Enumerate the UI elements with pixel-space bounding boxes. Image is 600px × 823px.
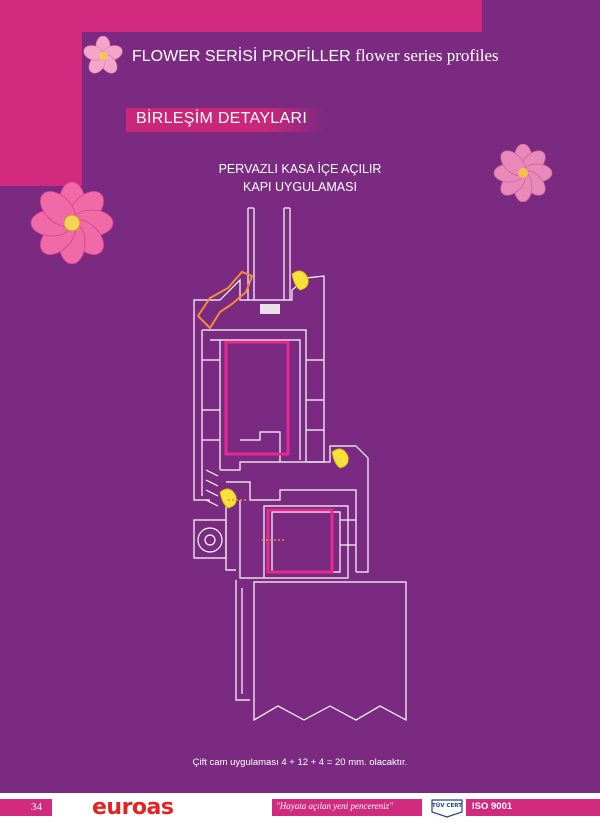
diagram-title-line1: PERVAZLI KASA İÇE AÇILIR xyxy=(218,162,382,176)
tuv-cert-icon: TÜV CERT xyxy=(431,799,463,818)
right-flower-icon xyxy=(493,144,553,202)
left-flower-icon xyxy=(30,182,114,264)
iso-band xyxy=(466,799,600,816)
tuv-cert-label: TÜV CERT xyxy=(432,802,462,809)
slogan: "Hayata açılan yeni pencereniz" xyxy=(276,801,393,811)
page-number: 34 xyxy=(0,799,52,816)
slogan-band xyxy=(272,799,422,816)
diagram-title-line2: KAPI UYGULAMASI xyxy=(243,180,357,194)
profile-cross-section-diagram xyxy=(193,207,407,722)
diagram-title: PERVAZLI KASA İÇE AÇILIR KAPI UYGULAMASI xyxy=(200,160,400,196)
iso-9001-label: ISO 9001 xyxy=(472,801,513,812)
section-title: BİRLEŞİM DETAYLARI xyxy=(136,110,308,127)
page-title-main: FLOWER SERİSİ PROFİLLER xyxy=(132,48,351,65)
left-pink-block xyxy=(0,0,82,186)
glass-spec-caption: Çift cam uygulaması 4 + 12 + 4 = 20 mm. … xyxy=(192,757,408,768)
euroas-logo: euroas xyxy=(92,795,174,820)
page-title-sub: flower series profiles xyxy=(355,46,499,65)
header-flower-icon xyxy=(83,36,123,74)
page-title: FLOWER SERİSİ PROFİLLER flower series pr… xyxy=(132,46,499,66)
section-title-band xyxy=(126,108,326,132)
